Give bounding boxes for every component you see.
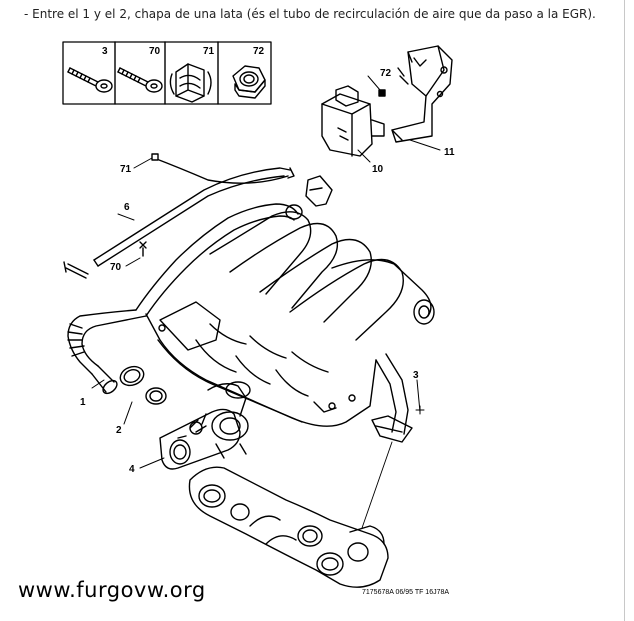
callout-2: 2 [116, 425, 122, 436]
callout-3: 3 [413, 370, 419, 381]
callout-72: 72 [380, 68, 392, 79]
legend-number-70: 70 [149, 46, 161, 57]
callout-70: 70 [110, 262, 122, 273]
caption-text: - Entre el 1 y el 2, chapa de una lata (… [24, 7, 596, 21]
vacuum-hose-part-6 [93, 153, 295, 267]
egr-bracket-part-11 [391, 45, 453, 143]
callout-71: 71 [120, 164, 132, 175]
nut-icon [232, 65, 266, 99]
recirculation-tube-part-1 [67, 309, 147, 395]
callout-11: 11 [444, 147, 455, 158]
exploded-diagram: 3 70 71 72 [40, 40, 490, 598]
legend-number-3: 3 [102, 46, 108, 57]
egr-valve-part-4 [159, 381, 251, 470]
clamp-part-2 [119, 365, 167, 405]
connector-part [305, 175, 333, 207]
bolt-icon [67, 67, 113, 93]
callout-4: 4 [129, 464, 135, 475]
clip-icon [169, 63, 212, 103]
watermark-text: www.furgovw.org [18, 578, 206, 602]
bolt-icon [117, 67, 163, 93]
callout-6: 6 [124, 202, 130, 213]
intake-manifold [135, 203, 435, 443]
legend-box [62, 41, 272, 105]
callout-1: 1 [80, 397, 86, 408]
legend-number-71: 71 [203, 46, 215, 57]
callout-10: 10 [372, 164, 384, 175]
nut-part-72 [378, 89, 386, 97]
drawing-reference: 7175678A 06/95 TF 16J78A [362, 589, 449, 596]
small-bolt-part-70 [63, 241, 147, 279]
egr-solenoid-part-10 [321, 85, 385, 157]
legend-number-72: 72 [253, 46, 265, 57]
right-border [624, 0, 625, 621]
exhaust-manifold [188, 466, 389, 588]
